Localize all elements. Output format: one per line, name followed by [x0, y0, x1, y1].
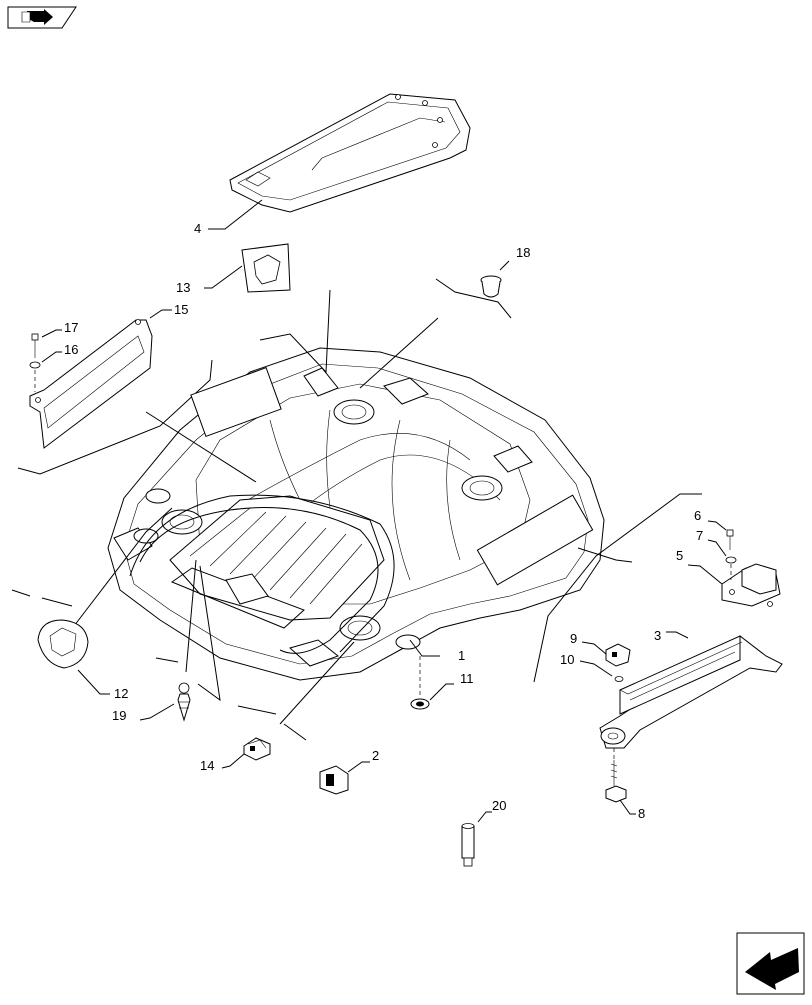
leader-20	[477, 811, 492, 823]
part-12-seal	[37, 619, 89, 669]
floor-vents	[161, 399, 503, 641]
callout-16: 16	[64, 342, 78, 357]
part-4-top-cover	[229, 93, 471, 213]
leader-12c	[77, 669, 110, 695]
leader-top-b	[359, 317, 439, 389]
leader-8	[619, 799, 636, 815]
leader-14a	[237, 705, 277, 715]
leader-12	[73, 507, 173, 627]
callout-10: 10	[560, 652, 574, 667]
leader-7	[707, 539, 727, 557]
callout-20: 20	[492, 798, 506, 813]
leader-19a	[155, 657, 179, 663]
leader-3-right	[577, 547, 633, 563]
leader-2	[279, 641, 355, 725]
leader-19	[185, 559, 197, 673]
part-13-pad	[241, 243, 291, 293]
leader-14b	[221, 753, 245, 769]
leader-10	[579, 660, 613, 677]
part-5-hinge	[721, 563, 781, 607]
callout-8: 8	[638, 806, 645, 821]
leader-2a	[283, 723, 307, 741]
callout-12: 12	[114, 686, 128, 701]
part-18-plug	[480, 275, 502, 298]
part-3-support	[599, 635, 783, 749]
part-15-bracket	[29, 319, 153, 449]
leader-12a	[41, 597, 73, 607]
callout-18: 18	[516, 245, 530, 260]
part-16-washer	[29, 361, 41, 369]
leader-15c	[145, 411, 257, 483]
callout-4: 4	[194, 221, 201, 236]
leader-15	[149, 309, 172, 319]
callout-17: 17	[64, 320, 78, 335]
leader-3	[666, 631, 689, 639]
leader-3-left	[533, 493, 702, 683]
leader-2b	[347, 761, 370, 773]
callout-13: 13	[176, 280, 190, 295]
part-6-bolt	[726, 529, 734, 550]
leader-1	[409, 639, 440, 657]
callout-15: 15	[174, 302, 188, 317]
leader-18	[499, 260, 510, 271]
book-back-icon[interactable]	[7, 6, 77, 29]
leader-15b	[17, 359, 213, 475]
leader-9	[581, 641, 607, 655]
leader-11	[429, 683, 454, 701]
part-2-clamp	[319, 765, 349, 795]
part-19-fastener	[177, 682, 191, 722]
callout-14: 14	[200, 758, 214, 773]
leader-18b	[435, 278, 512, 319]
callout-1: 1	[458, 648, 465, 663]
callout-3: 3	[654, 628, 661, 643]
part-20-spacer	[461, 823, 475, 867]
callout-6: 6	[694, 508, 701, 523]
callout-11: 11	[460, 671, 474, 686]
leader-14	[197, 565, 221, 702]
part-9-clip	[605, 643, 631, 667]
part-10-nut	[614, 676, 624, 682]
callout-9: 9	[570, 631, 577, 646]
callout-5: 5	[676, 548, 683, 563]
callout-7: 7	[696, 528, 703, 543]
leader-12b	[11, 589, 31, 597]
part-11-grommet	[410, 656, 430, 710]
part-7-washer	[725, 556, 737, 564]
ribbed-footrest	[129, 494, 395, 654]
leader-4	[208, 199, 263, 230]
leader-17	[41, 329, 62, 338]
part-17-bolt	[31, 333, 39, 358]
leader-16	[41, 351, 62, 363]
part-14-clip	[243, 737, 271, 761]
leader-13	[204, 265, 243, 289]
leader-5	[687, 564, 723, 585]
leader-top-a	[259, 289, 331, 374]
callout-19: 19	[112, 708, 126, 723]
leader-6	[707, 520, 727, 531]
callout-2: 2	[372, 748, 379, 763]
leader-19b	[139, 703, 175, 721]
part-8-bolt	[605, 760, 627, 803]
next-page-arrow-icon[interactable]	[736, 932, 805, 995]
